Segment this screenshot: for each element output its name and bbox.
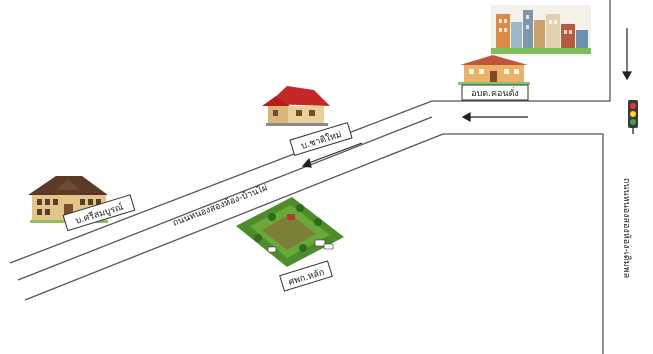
city-buildings-icon	[491, 5, 591, 56]
label-box-school-top: อบต.คอนดั่ง	[461, 84, 529, 101]
farm-field-icon	[236, 197, 344, 267]
arrow-down-icon	[621, 71, 633, 81]
traffic-light-icon	[628, 100, 638, 134]
arrow-diag-line	[305, 142, 363, 165]
main-road-upper-edge	[9, 0, 611, 264]
label-school-top: อบต.คอนดั่ง	[471, 86, 519, 99]
main-road-lines	[9, 0, 611, 354]
arrow-left-icon	[461, 111, 471, 123]
red-roof-house-icon	[262, 86, 330, 126]
arrow-diag-icon	[301, 157, 312, 168]
main-road-center-line	[17, 116, 433, 281]
government-office-icon	[458, 55, 530, 85]
direction-arrows	[301, 28, 633, 168]
main-road-lower-edge	[24, 133, 604, 354]
side-road-name: ถนนหนองสองห้อง-เดิมพล	[621, 178, 632, 278]
